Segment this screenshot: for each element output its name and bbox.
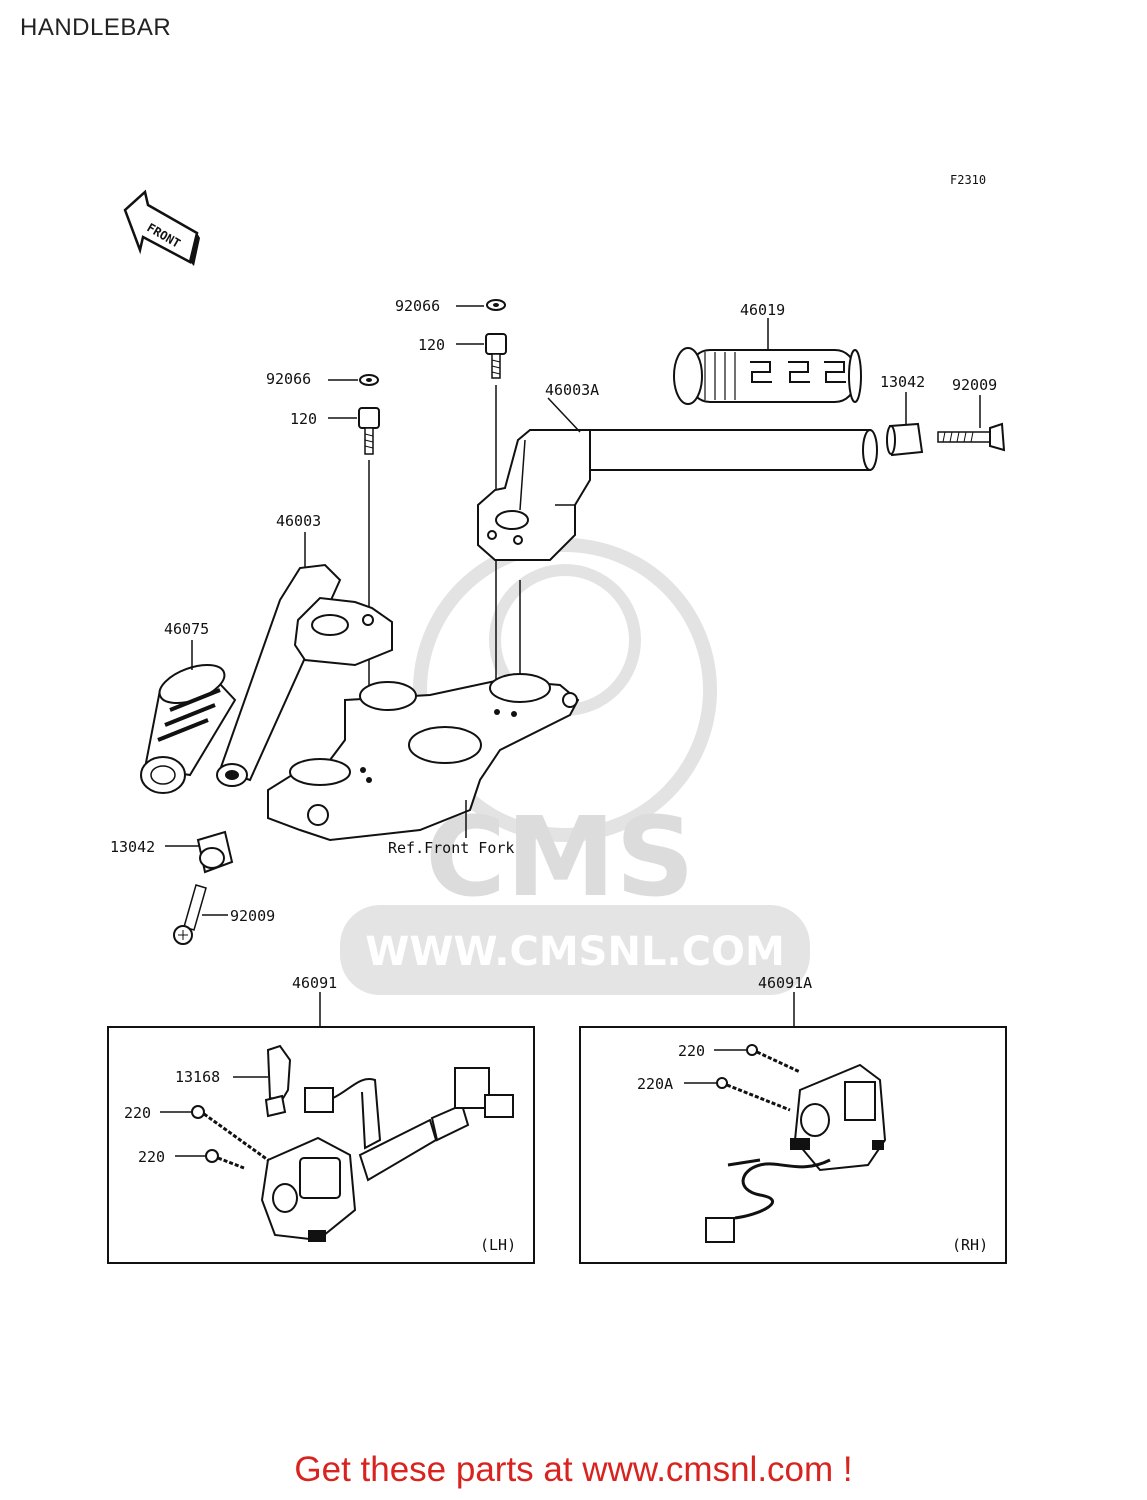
- switch-lh-screw-b: [205, 1149, 245, 1170]
- label-screw-right: 92009: [952, 376, 997, 394]
- label-handlebar-right: 46003A: [545, 381, 599, 399]
- switch-lh-box: [107, 1026, 535, 1264]
- screw-right-part: [937, 422, 1006, 452]
- label-washer-right: 92066: [395, 297, 440, 315]
- screw-left-part: [173, 884, 207, 945]
- switch-rh-label-220: 220: [678, 1042, 705, 1060]
- label-switch-left: 46091: [292, 974, 337, 992]
- label-bolt-left: 120: [290, 410, 317, 428]
- label-switch-right: 46091A: [758, 974, 812, 992]
- switch-lh-part: [260, 1044, 514, 1242]
- washer-right-part: [486, 299, 506, 311]
- page-title: HANDLEBAR: [20, 14, 172, 41]
- front-arrow-icon: FRONT: [123, 189, 200, 266]
- switch-rh-screw-a: [716, 1077, 791, 1112]
- label-grip-right: 46019: [740, 301, 785, 319]
- watermark-logo: CMS: [425, 793, 694, 921]
- label-handlebar-left: 46003: [276, 512, 321, 530]
- switch-lh-label-220-b: 220: [138, 1148, 165, 1166]
- footer-shop-link[interactable]: Get these parts at www.cmsnl.com !: [294, 1450, 853, 1489]
- handlebar-right-part: [477, 429, 878, 561]
- switch-lh-label-13168: 13168: [175, 1068, 220, 1086]
- bolt-left-part: [358, 407, 380, 455]
- switch-lh-screw-a: [191, 1105, 269, 1162]
- switch-lh-label-220-a: 220: [124, 1104, 151, 1122]
- weight-left-part: [196, 830, 234, 874]
- grip-left-part: [140, 663, 237, 794]
- figure-code: F2310: [950, 173, 986, 187]
- weight-right-part: [886, 422, 924, 457]
- handlebar-diagram: CMS WWW.CMSNL.COM F2310 FRONT 92066 120 …: [107, 173, 1007, 1264]
- switch-rh-box: [579, 1026, 1007, 1264]
- switch-rh-screw: [746, 1044, 801, 1074]
- label-screw-left: 92009: [230, 907, 275, 925]
- triple-clamp-part: [267, 673, 580, 842]
- watermark: CMS WWW.CMSNL.COM: [340, 538, 810, 995]
- washer-left-part: [359, 374, 379, 386]
- bolt-right-part: [485, 333, 507, 379]
- switch-rh-side: (RH): [952, 1236, 988, 1254]
- label-washer-left: 92066: [266, 370, 311, 388]
- label-weight-left: 13042: [110, 838, 155, 856]
- switch-lh-side: (LH): [480, 1236, 516, 1254]
- label-grip-left: 46075: [164, 620, 209, 638]
- handlebar-left-part: [216, 563, 393, 787]
- label-bolt-right: 120: [418, 336, 445, 354]
- grip-right-part: [673, 347, 862, 405]
- reference-front-fork: Ref.Front Fork: [388, 839, 514, 857]
- switch-rh-part: [705, 1063, 887, 1243]
- watermark-url: WWW.CMSNL.COM: [365, 929, 785, 975]
- label-weight-right: 13042: [880, 373, 925, 391]
- switch-rh-label-220A: 220A: [637, 1075, 673, 1093]
